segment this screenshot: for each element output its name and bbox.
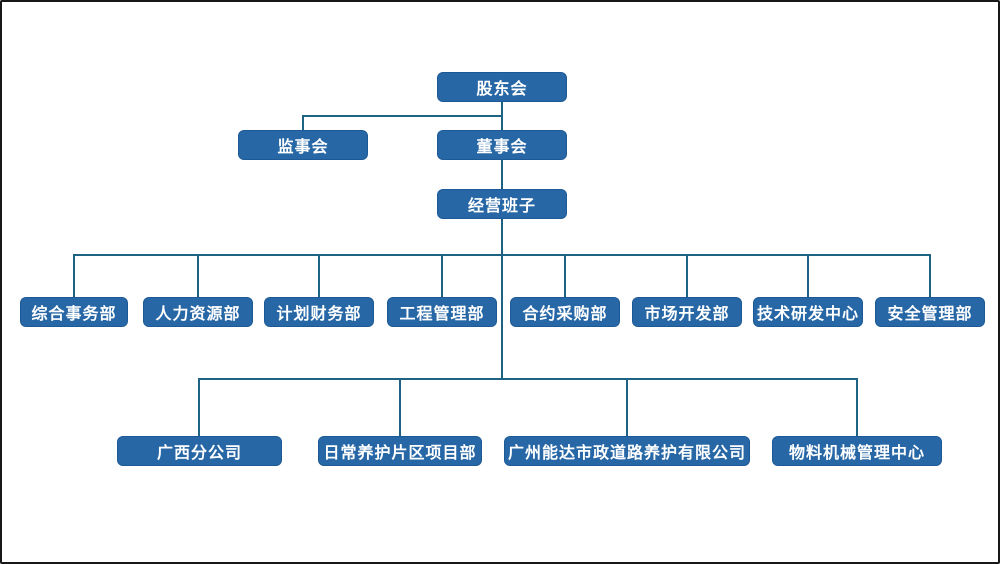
connector-departments-bus bbox=[73, 254, 931, 256]
connector-drop-department bbox=[318, 254, 320, 298]
connector-drop-department bbox=[441, 254, 443, 298]
connector-drop-department bbox=[807, 254, 809, 298]
org-node-supervisory: 监事会 bbox=[238, 130, 368, 160]
org-node-department: 综合事务部 bbox=[20, 297, 128, 327]
org-node-department: 工程管理部 bbox=[387, 297, 497, 327]
connector-drop-subsidiary bbox=[399, 378, 401, 436]
connector-drop-department bbox=[564, 254, 566, 298]
org-node-board: 董事会 bbox=[437, 130, 567, 160]
org-node-department: 计划财务部 bbox=[264, 297, 374, 327]
connector-drop-department bbox=[73, 254, 75, 298]
connector-drop-department bbox=[929, 254, 931, 298]
connector-drop-subsidiary bbox=[626, 378, 628, 436]
org-node-department: 合约采购部 bbox=[510, 297, 620, 327]
connector-board-management bbox=[501, 160, 503, 190]
org-node-subsidiary: 广州能达市政道路养护有限公司 bbox=[504, 436, 750, 466]
org-node-department: 安全管理部 bbox=[875, 297, 985, 327]
org-node-shareholders: 股东会 bbox=[437, 72, 567, 102]
connector-drop-subsidiary bbox=[856, 378, 858, 436]
org-node-department: 市场开发部 bbox=[632, 297, 742, 327]
org-node-subsidiary: 日常养护片区项目部 bbox=[318, 436, 482, 466]
connector-drop-subsidiary bbox=[198, 378, 200, 436]
connector-branch-supervisory bbox=[302, 115, 503, 117]
org-node-department: 人力资源部 bbox=[143, 297, 253, 327]
connector-subsidiaries-bus bbox=[198, 378, 858, 380]
org-node-management: 经营班子 bbox=[437, 189, 567, 219]
connector-drop-department bbox=[197, 254, 199, 298]
connector-management-trunk bbox=[501, 219, 503, 380]
org-node-subsidiary: 广西分公司 bbox=[117, 436, 282, 466]
org-node-subsidiary: 物料机械管理中心 bbox=[772, 436, 942, 466]
org-node-department: 技术研发中心 bbox=[753, 297, 863, 327]
connector-drop-department bbox=[686, 254, 688, 298]
connector-drop-supervisory bbox=[302, 115, 304, 131]
